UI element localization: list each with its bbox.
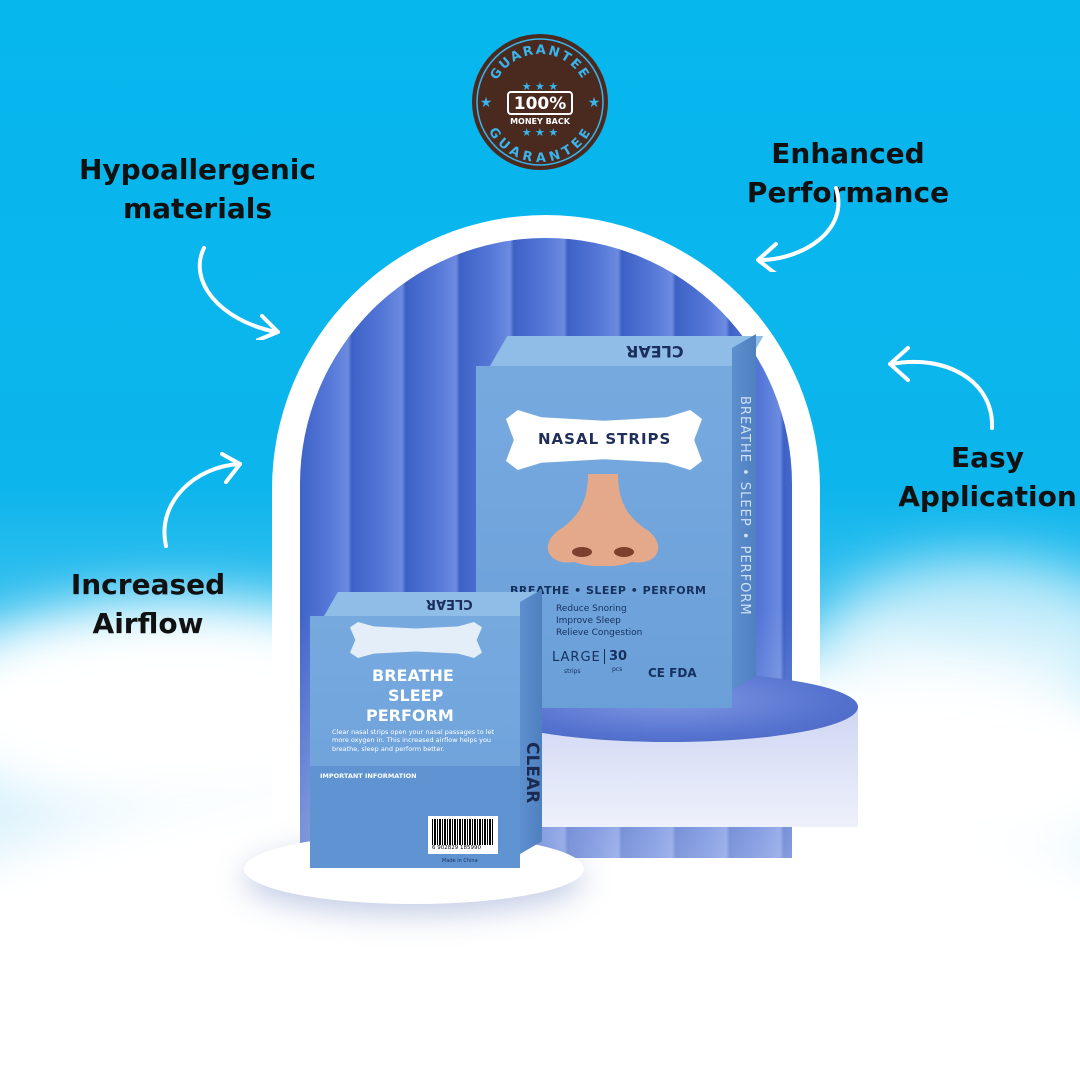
box-title: NASAL STRIPS [538, 430, 672, 448]
star-icon: ★ ★ ★ [522, 126, 559, 139]
feature-line: Increased [70, 568, 226, 601]
benefit-item: Relieve Congestion [556, 628, 643, 638]
star-icon: ★ ★ ★ [522, 80, 559, 93]
small-box-info-title: IMPORTANT INFORMATION [320, 772, 417, 780]
feature-line: materials [122, 192, 272, 226]
benefit-item: Reduce Snoring [556, 604, 627, 614]
box-size: LARGE [552, 650, 601, 665]
box-size-sub: strips [564, 668, 581, 675]
small-product-box: CLEAR BREATHE SLEEP PERFORM Clear nasal … [310, 589, 542, 868]
small-box-back-face: BREATHE SLEEP PERFORM Clear nasal strips… [310, 616, 520, 868]
benefit-item: Improve Sleep [556, 616, 621, 626]
cloud [820, 560, 1080, 720]
small-box-description: Clear nasal strips open your nasal passa… [332, 728, 495, 753]
small-box-side-brand: CLEAR [522, 742, 542, 804]
feature-line: Hypoallergenic [78, 153, 316, 186]
small-box-top-brand: CLEAR [426, 596, 473, 611]
curved-arrow-icon [888, 346, 995, 430]
box-count-unit: pcs [612, 666, 623, 673]
small-box-headline: PERFORM [366, 706, 454, 725]
feature-line: Airflow [92, 607, 204, 641]
feature-line: Enhanced Performance [746, 137, 950, 210]
box-tagline: BREATHE • SLEEP • PERFORM [510, 584, 707, 597]
star-icon: ★ [480, 95, 493, 111]
nose-icon [547, 474, 659, 566]
feature-hypoallergenic: Hypoallergenic materials [70, 150, 325, 228]
curved-arrow-icon [756, 186, 841, 272]
box-top-brand: CLEAR [626, 342, 684, 361]
curved-arrow-icon [197, 246, 280, 340]
curved-arrow-icon [162, 452, 242, 548]
small-box-headline: BREATHE [372, 666, 454, 685]
barcode-bars [432, 819, 494, 845]
badge-percent: 100% [514, 94, 567, 114]
box-side-face [520, 589, 542, 854]
feature-enhanced-performance: Enhanced Performance [672, 134, 1024, 212]
made-in-label: Made in China [442, 858, 478, 864]
badge-middle-text: MONEY BACK [510, 117, 571, 126]
nasal-strip-graphic [350, 622, 482, 658]
box-certifications: CE FDA [648, 666, 697, 680]
box-side-text: BREATHE • SLEEP • PERFORM [737, 396, 752, 616]
money-back-guarantee-badge: GUARANTEE GUARANTEE ★ ★ ★ 100% MONEY BAC… [472, 34, 608, 170]
feature-line: Application [898, 480, 1077, 514]
feature-line: Easy [951, 441, 1024, 474]
barcode-number: 6 902829 185990 [432, 845, 481, 851]
box-count: 30 [604, 649, 627, 664]
small-box-headline: SLEEP [388, 686, 444, 705]
feature-increased-airflow: Increased Airflow [58, 565, 238, 643]
barcode: 6 902829 185990 [428, 816, 498, 854]
star-icon: ★ [588, 95, 601, 111]
feature-easy-application: Easy Application [895, 438, 1080, 516]
